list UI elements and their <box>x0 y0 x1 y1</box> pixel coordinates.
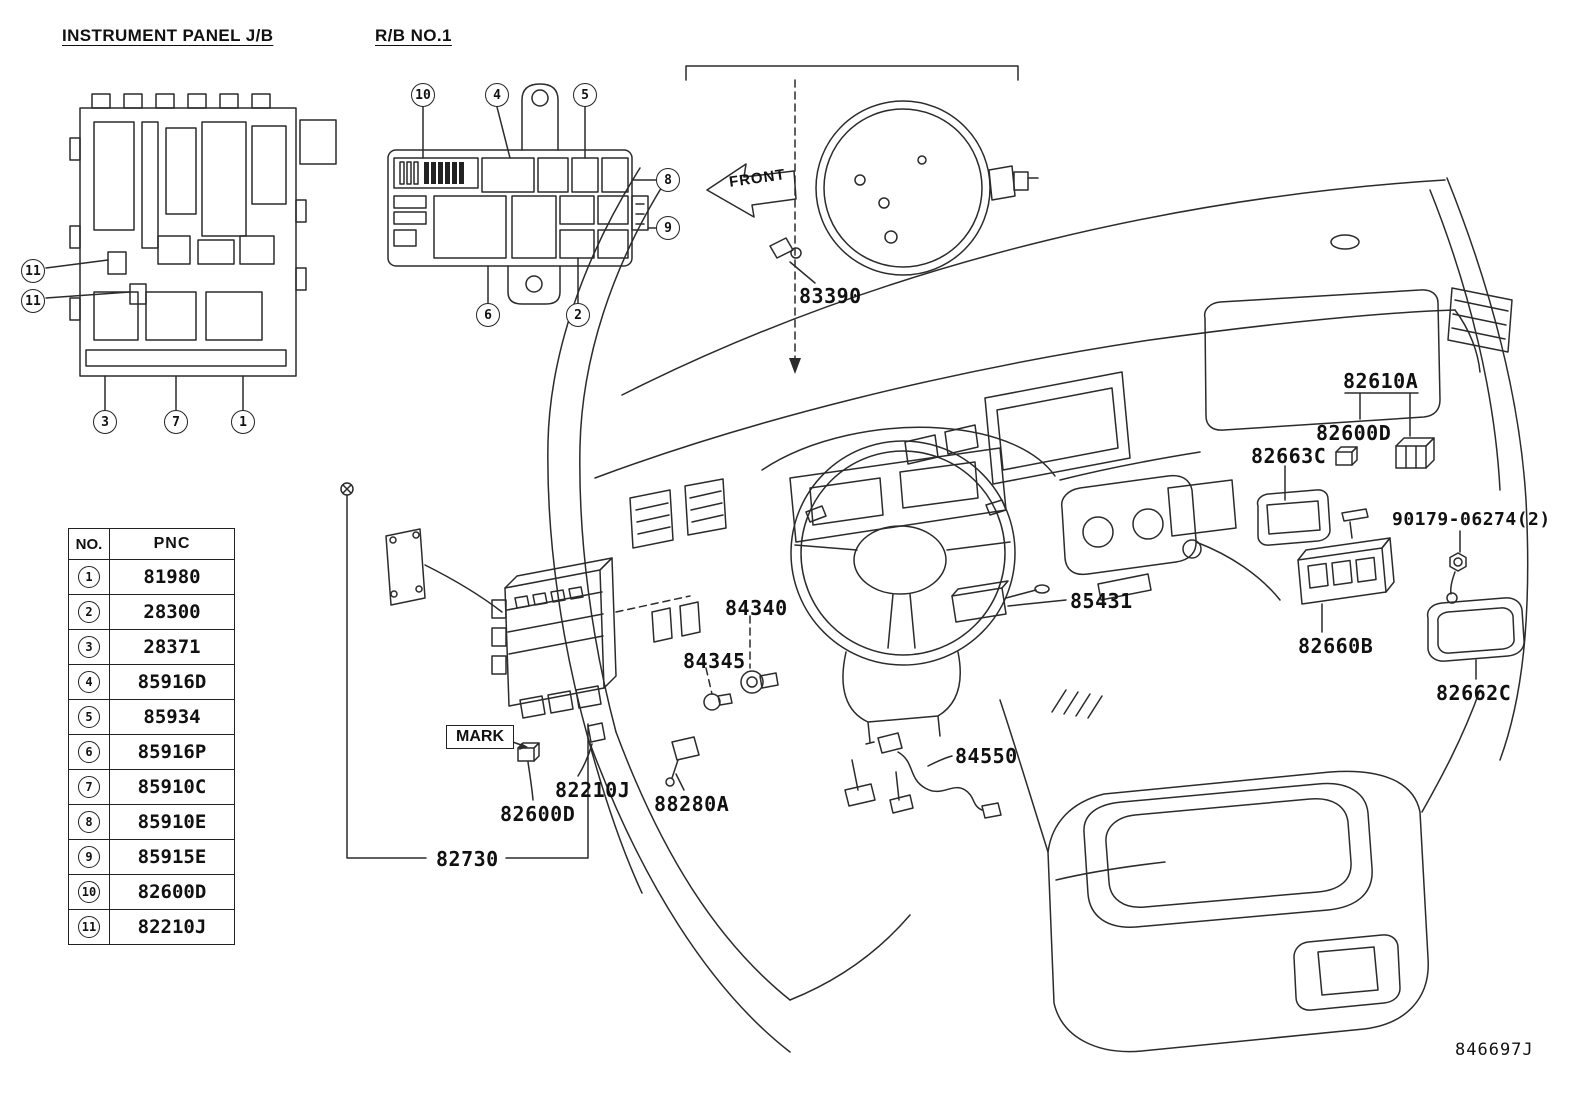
dashboard-drawing <box>547 167 1529 1053</box>
row-callout: 4 <box>78 671 100 693</box>
right-parts-drawing <box>1256 392 1525 680</box>
table-row: 4 85916D <box>68 664 235 700</box>
row-pnc: 28371 <box>109 629 235 665</box>
part-label-83390: 83390 <box>799 284 862 308</box>
table-row: 11 82210J <box>68 909 235 945</box>
row-pnc: 85910E <box>109 804 235 840</box>
table-row: 5 85934 <box>68 699 235 735</box>
callout-2: 2 <box>566 303 590 327</box>
part-label-88280a: 88280A <box>654 792 730 816</box>
pnc-table-header-no: NO. <box>68 528 110 560</box>
row-pnc: 82210J <box>109 909 235 945</box>
row-callout: 10 <box>78 881 100 903</box>
part-label-82660b: 82660B <box>1298 634 1374 658</box>
part-label-82730: 82730 <box>436 847 499 871</box>
key-switch-drawings <box>703 615 779 711</box>
rb-no1-title: R/B NO.1 <box>375 26 452 45</box>
row-pnc: 85916P <box>109 734 235 770</box>
brake-booster-drawing <box>685 65 1039 374</box>
part-label-82600d-right: 82600D <box>1316 421 1392 445</box>
row-callout: 6 <box>78 741 100 763</box>
part-label-84340: 84340 <box>725 596 788 620</box>
table-row: 2 28300 <box>68 594 235 630</box>
pnc-table-header-pnc: PNC <box>109 528 235 560</box>
row-callout: 9 <box>78 846 100 868</box>
callout-9: 9 <box>656 216 680 240</box>
callout-3: 3 <box>93 410 117 434</box>
front-arrow <box>706 163 797 218</box>
callout-4: 4 <box>485 83 509 107</box>
row-pnc: 28300 <box>109 594 235 630</box>
table-row: 3 28371 <box>68 629 235 665</box>
part-label-85431: 85431 <box>1070 589 1133 613</box>
diagram-code: 846697J <box>1455 1040 1534 1060</box>
instrument-panel-jb-title: INSTRUMENT PANEL J/B <box>62 26 274 45</box>
row-callout: 11 <box>78 916 100 938</box>
part-label-84345: 84345 <box>683 649 746 673</box>
callout-7: 7 <box>164 410 188 434</box>
ignition-switch-drawing <box>665 736 700 791</box>
row-pnc: 81980 <box>109 559 235 595</box>
row-callout: 1 <box>78 566 100 588</box>
callout-11b: 11 <box>21 289 45 313</box>
part-label-82662c: 82662C <box>1436 681 1512 705</box>
table-row: 7 85910C <box>68 769 235 805</box>
callout-11a: 11 <box>21 259 45 283</box>
part-label-82600d-left: 82600D <box>500 802 576 826</box>
center-console-drawing <box>1047 770 1429 1053</box>
part-label-82663c: 82663C <box>1251 444 1327 468</box>
pnc-table-header-row: NO. PNC <box>68 528 235 560</box>
part-label-82610a: 82610A <box>1343 369 1419 393</box>
table-row: 9 85915E <box>68 839 235 875</box>
table-row: 6 85916P <box>68 734 235 770</box>
callout-8: 8 <box>656 168 680 192</box>
row-callout: 5 <box>78 706 100 728</box>
callout-5: 5 <box>573 83 597 107</box>
row-callout: 2 <box>78 601 100 623</box>
row-callout: 8 <box>78 811 100 833</box>
column-switch-drawing <box>951 580 1067 623</box>
pnc-table: NO. PNC 1 81980 2 28300 3 28371 4 85916D <box>68 528 235 945</box>
part-label-90179-06274: 90179-06274(2) <box>1392 509 1551 530</box>
stop-lamp-switch-drawing <box>865 732 1002 819</box>
row-pnc: 85934 <box>109 699 235 735</box>
row-pnc: 85916D <box>109 664 235 700</box>
part-label-84550: 84550 <box>955 744 1018 768</box>
mark-label-box: MARK <box>446 725 514 749</box>
table-row: 1 81980 <box>68 559 235 595</box>
callout-10: 10 <box>411 83 435 107</box>
row-callout: 7 <box>78 776 100 798</box>
table-row: 8 85910E <box>68 804 235 840</box>
row-pnc: 85910C <box>109 769 235 805</box>
table-row: 10 82600D <box>68 874 235 910</box>
junction-block-82730-drawing <box>340 482 691 859</box>
row-callout: 3 <box>78 636 100 658</box>
part-label-82210j: 82210J <box>555 778 631 802</box>
row-pnc: 82600D <box>109 874 235 910</box>
left-small-parts-drawing <box>509 722 606 801</box>
instrument-panel-jb-drawing <box>45 93 337 411</box>
rb-no1-drawing <box>387 83 657 305</box>
row-pnc: 85915E <box>109 839 235 875</box>
callout-1: 1 <box>231 410 255 434</box>
callout-6: 6 <box>476 303 500 327</box>
